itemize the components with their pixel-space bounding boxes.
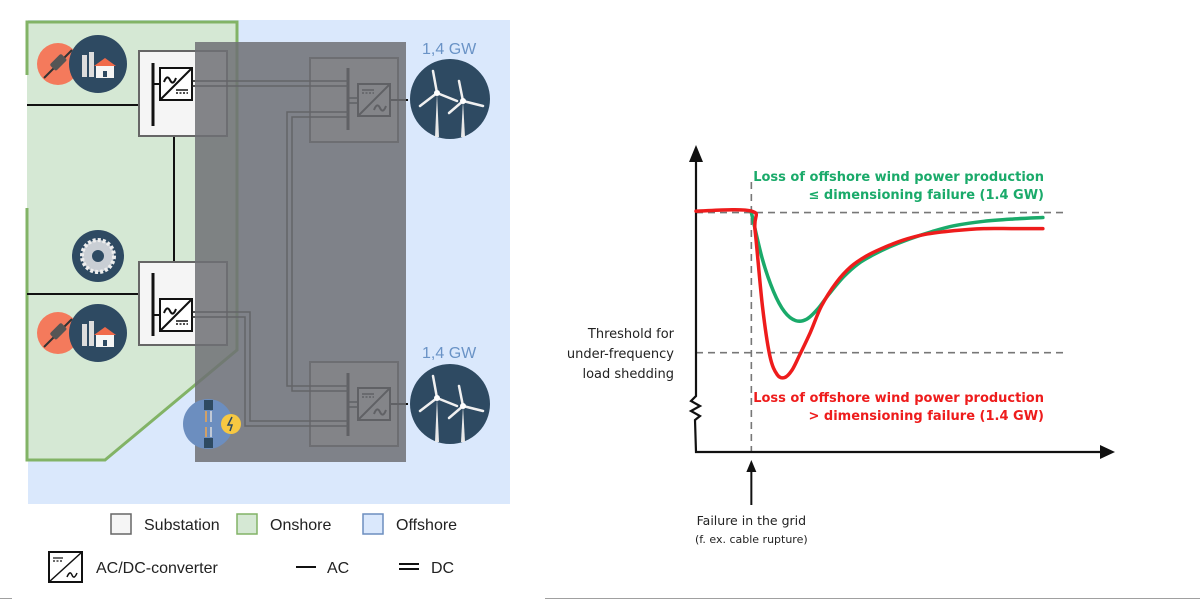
frequency-chart: Loss of offshore wind power production ≤ … — [567, 145, 1115, 546]
legend-converter-label: AC/DC-converter — [96, 560, 218, 577]
ac-dc-converter-icon — [159, 67, 193, 101]
series-label-within-dimensioning-line1: Loss of offshore wind power production — [753, 170, 1044, 185]
legend-substation-label: Substation — [144, 517, 220, 534]
legend-substation-swatch — [110, 513, 132, 535]
wind-turbines-icon — [410, 364, 490, 444]
turbine-generator-icon — [72, 230, 124, 282]
series-label-within-dimensioning-line2: ≤ dimensioning failure (1.4 GW) — [808, 188, 1044, 203]
factory-icon — [69, 304, 127, 362]
ac-dc-converter-icon — [159, 298, 193, 332]
grid-diagram: 1,4 GW 1,4 GW Substation Onshore Offshor… — [25, 20, 510, 583]
series-label-exceeds-dimensioning-line2: > dimensioning failure (1.4 GW) — [808, 409, 1044, 424]
legend-onshore-label: Onshore — [270, 517, 331, 534]
failure-annotation-line2: (f. ex. cable rupture) — [695, 533, 808, 546]
legend-ac-label: AC — [327, 560, 349, 577]
legend-offshore-label: Offshore — [396, 517, 457, 534]
wind-farm-capacity-label: 1,4 GW — [422, 41, 477, 58]
legend: Substation Onshore Offshore AC/DC-conver… — [48, 513, 457, 583]
threshold-label-line1: Threshold for — [587, 327, 675, 342]
legend-dc-label: DC — [431, 560, 454, 577]
plug-icon — [37, 43, 79, 85]
plug-icon — [37, 312, 79, 354]
factory-icon — [69, 35, 127, 93]
series-label-exceeds-dimensioning-line1: Loss of offshore wind power production — [753, 391, 1044, 406]
threshold-label-line2: under-frequency — [567, 347, 674, 362]
cable-rupture-icon — [183, 399, 241, 449]
legend-converter-icon — [48, 551, 83, 583]
series-line-exceeds-dimensioning — [694, 207, 1045, 380]
wind-turbines-icon — [410, 59, 490, 139]
divider-right — [545, 598, 1200, 599]
wind-farm-capacity-label: 1,4 GW — [422, 345, 477, 362]
legend-onshore-swatch — [236, 513, 258, 535]
failure-overlay — [195, 42, 406, 462]
y-axis-arrow — [689, 145, 703, 162]
divider-left — [0, 598, 12, 599]
x-axis-arrow — [1100, 445, 1115, 459]
failure-annotation-line1: Failure in the grid — [697, 513, 806, 528]
axes-frame — [688, 162, 1105, 454]
legend-offshore-swatch — [362, 513, 384, 535]
threshold-label-line3: load shedding — [582, 367, 674, 382]
series-line-within-dimensioning — [749, 210, 1045, 323]
failure-arrow-head — [746, 460, 757, 472]
